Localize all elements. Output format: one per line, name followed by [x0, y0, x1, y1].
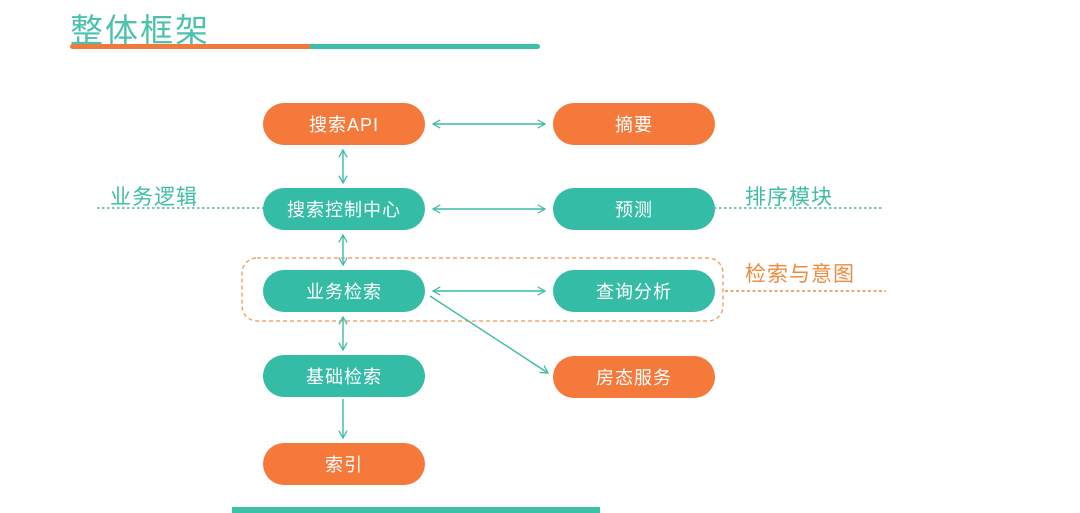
- label-retrieval-and-intent: 检索与意图: [745, 263, 855, 286]
- node-room-status-service: 房态服务: [553, 356, 715, 398]
- node-query-analysis: 查询分析: [553, 270, 715, 312]
- node-summary-label: 摘要: [615, 115, 653, 135]
- node-basic-retrieval-label: 基础检索: [306, 367, 382, 387]
- footer-bar: [232, 507, 600, 513]
- node-index: 索引: [263, 443, 425, 485]
- node-search-api-label: 搜索API: [308, 115, 379, 135]
- retrieval-intent-group-border: [241, 257, 724, 322]
- title-underline-orange-segment: [70, 44, 310, 49]
- node-index-label: 索引: [325, 455, 363, 475]
- node-search-control-center-label: 搜索控制中心: [287, 200, 401, 220]
- title-underline: [70, 44, 540, 49]
- label-sorting-module: 排序模块: [745, 186, 833, 209]
- node-search-control-center: 搜索控制中心: [263, 188, 425, 230]
- node-search-api: 搜索API: [263, 103, 425, 145]
- node-room-status-service-label: 房态服务: [596, 368, 672, 388]
- node-prediction-label: 预测: [615, 200, 653, 220]
- node-prediction: 预测: [553, 188, 715, 230]
- node-query-analysis-label: 查询分析: [596, 282, 672, 302]
- node-basic-retrieval: 基础检索: [263, 355, 425, 397]
- node-business-retrieval-label: 业务检索: [306, 282, 382, 302]
- title-underline-teal-segment: [310, 44, 540, 49]
- page-title: 整体框架: [70, 12, 210, 49]
- label-business-logic: 业务逻辑: [110, 186, 198, 209]
- arrow-business-retrieval-room-status: [429, 295, 550, 374]
- node-business-retrieval: 业务检索: [263, 270, 425, 312]
- node-summary: 摘要: [553, 103, 715, 145]
